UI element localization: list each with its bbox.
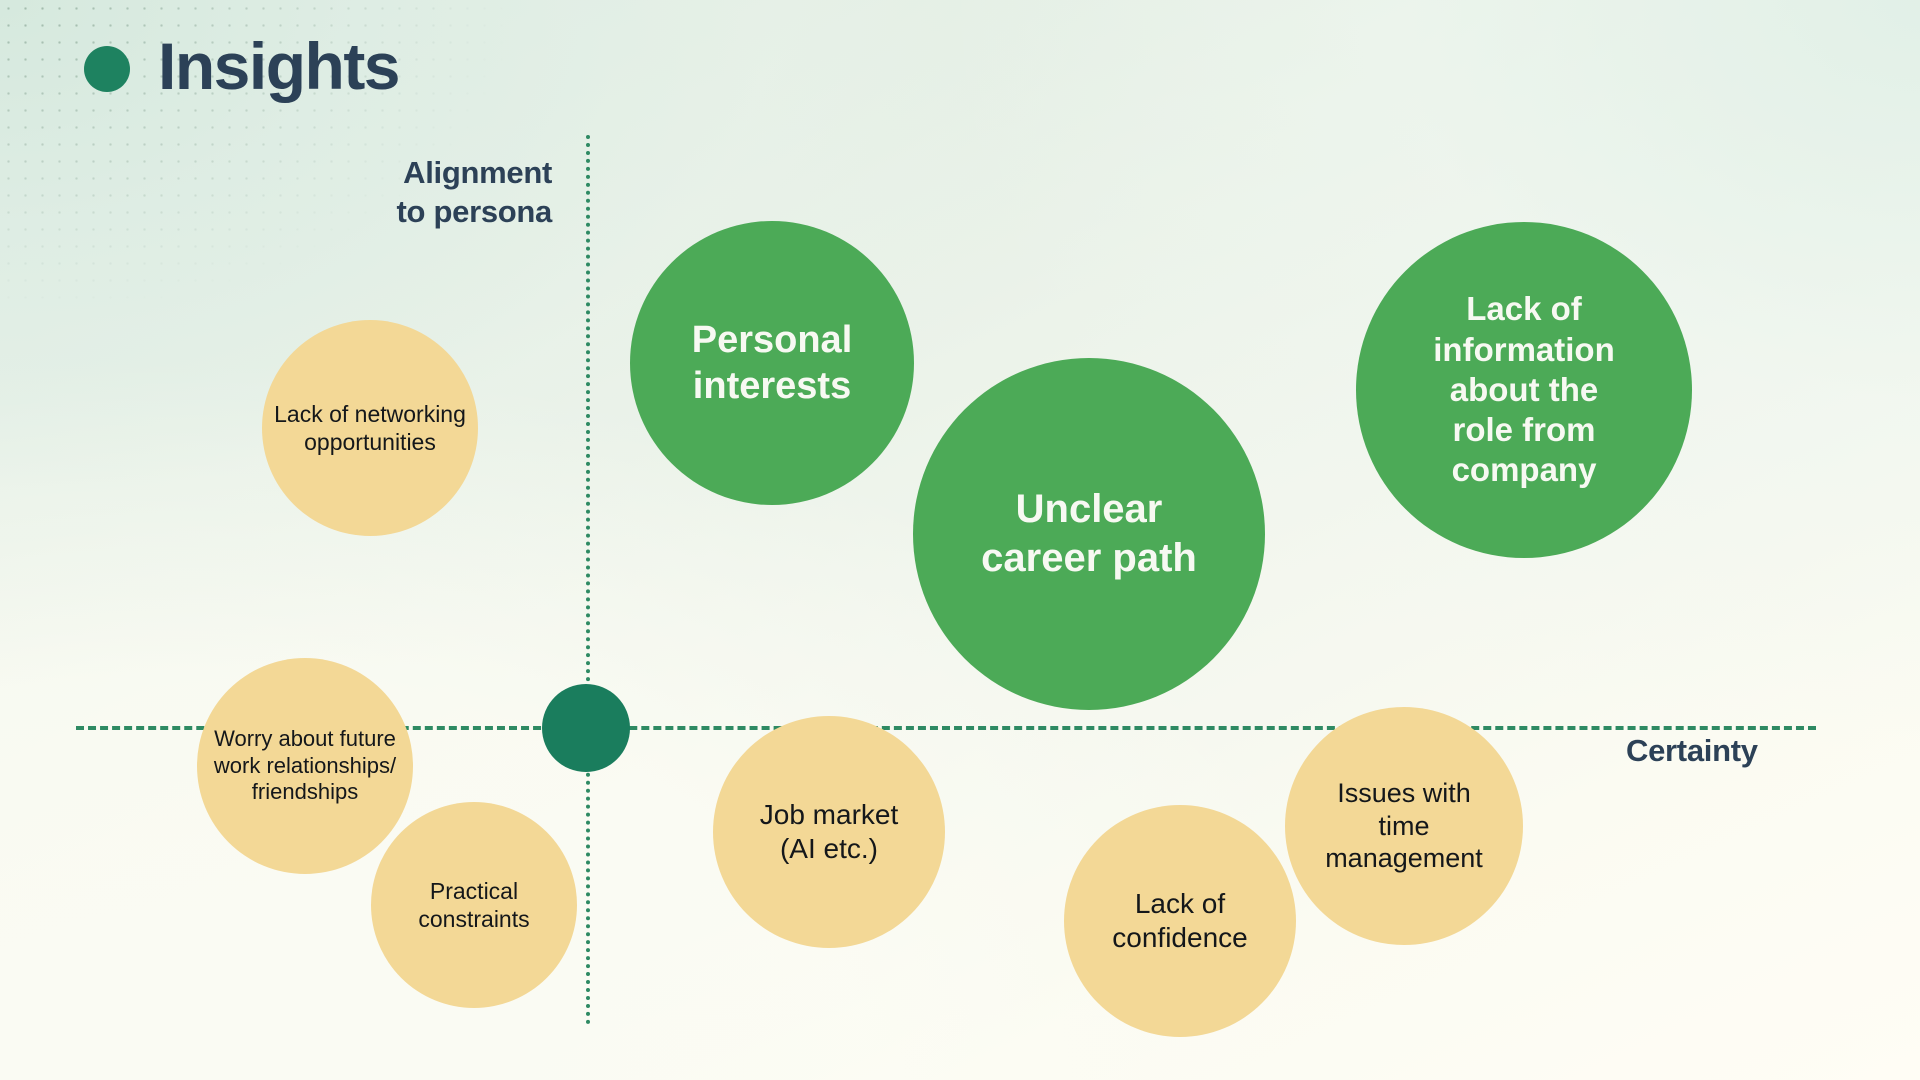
bubble-label: Job market(AI etc.) bbox=[759, 798, 899, 864]
axis-label-alignment-line1: Alignment bbox=[403, 155, 552, 190]
axis-horizontal bbox=[76, 726, 1816, 730]
page-header: Insights bbox=[84, 29, 401, 103]
axis-label-alignment: Alignment to persona bbox=[352, 154, 553, 232]
axis-vertical bbox=[586, 135, 590, 1025]
axis-label-alignment-line2: to persona bbox=[396, 193, 553, 229]
green-dot-icon bbox=[84, 46, 130, 92]
bubble-job-market-ai-etc[interactable]: Job market(AI etc.) bbox=[713, 716, 945, 948]
page-title: Insights bbox=[158, 29, 401, 103]
axis-label-certainty: Certainty bbox=[1626, 733, 1758, 768]
origin-dot bbox=[542, 684, 630, 772]
